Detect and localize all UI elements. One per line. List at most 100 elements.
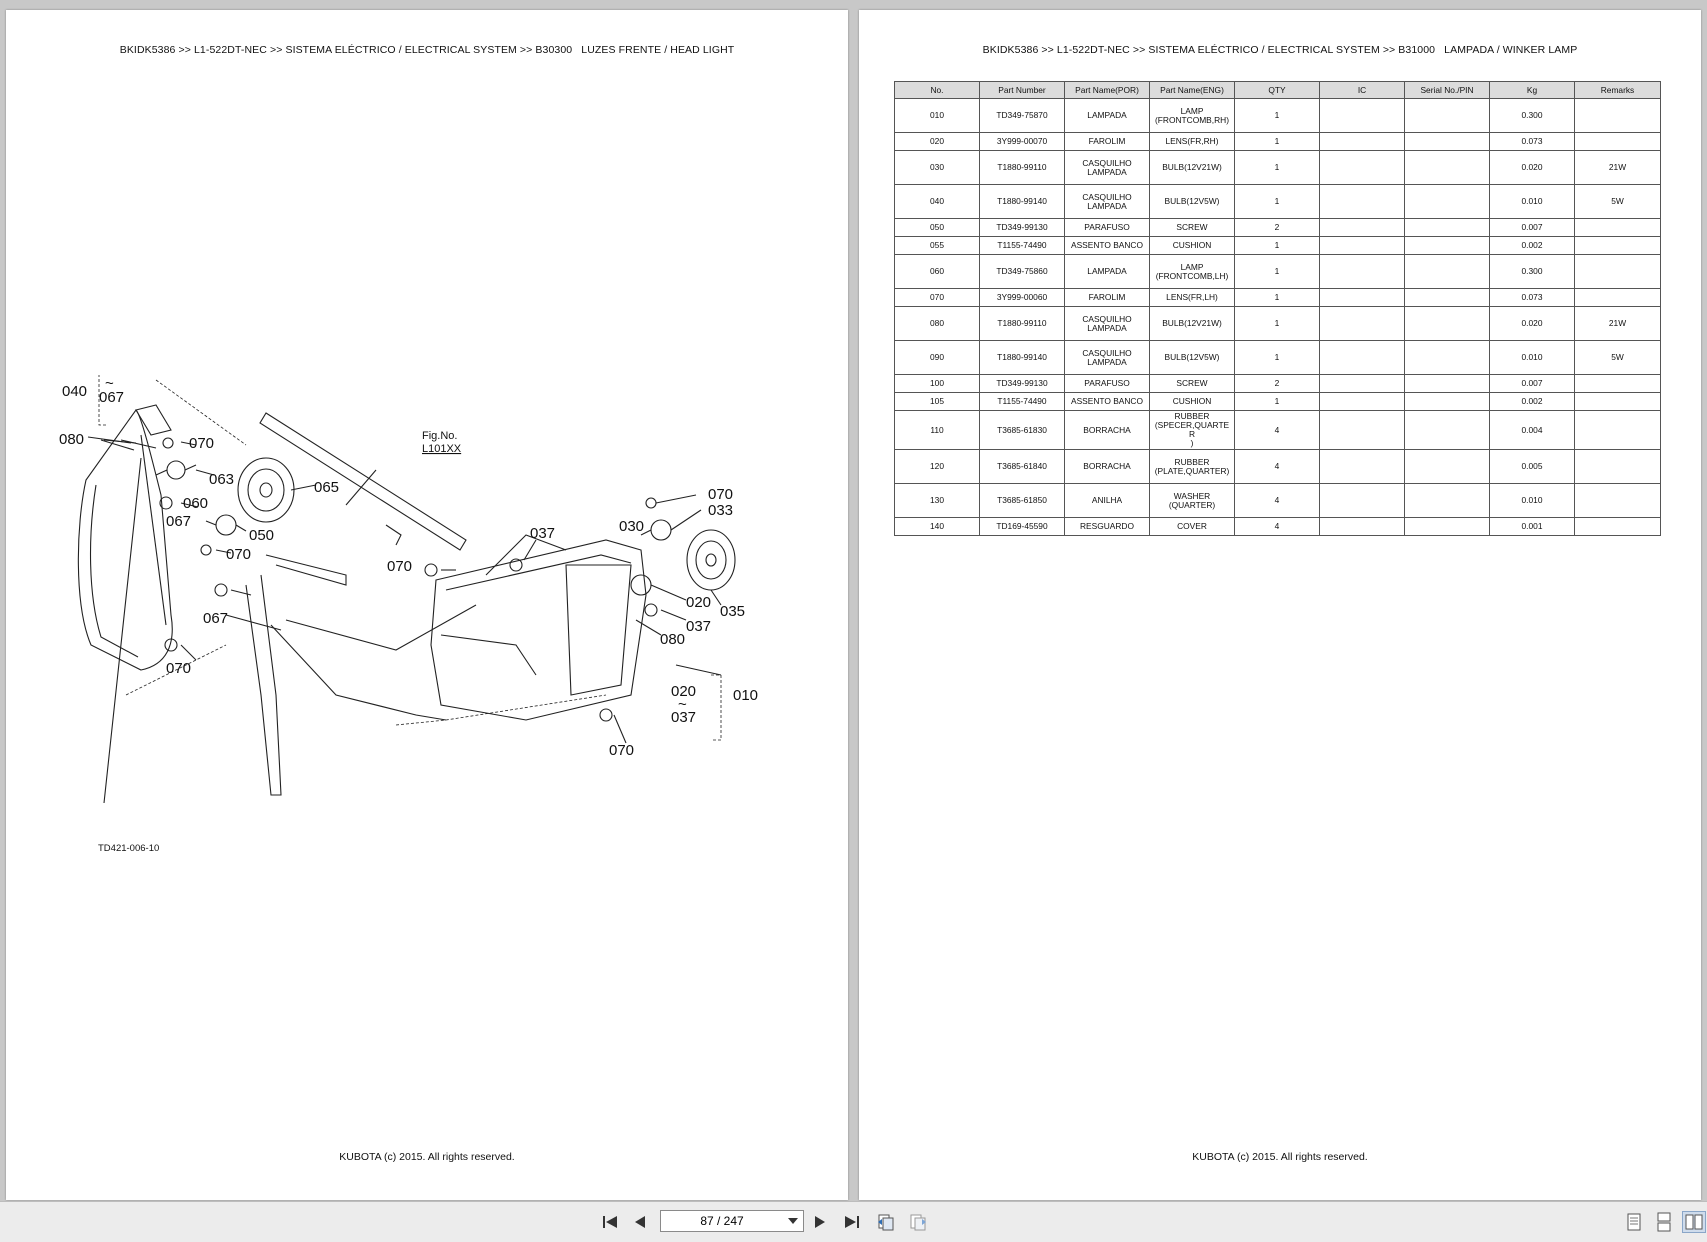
cell-kg: 0.300 [1489, 98, 1575, 133]
cell-part-name-por: PARAFUSO [1064, 218, 1150, 237]
cell-part-number: 3Y999-00060 [979, 288, 1065, 307]
cell-serial [1404, 288, 1490, 307]
cell-remarks [1574, 374, 1661, 393]
cell-serial [1404, 184, 1490, 219]
cell-serial [1404, 449, 1490, 484]
two-page-view-button[interactable] [1682, 1211, 1706, 1233]
cell-qty: 4 [1234, 517, 1320, 536]
cell-remarks [1574, 236, 1661, 255]
col-kg: Kg [1489, 81, 1575, 99]
go-forward-view-button[interactable] [906, 1211, 930, 1233]
cell-ic [1319, 517, 1405, 536]
cell-part-name-por: ASSENTO BANCO [1064, 236, 1150, 255]
cell-ic [1319, 150, 1405, 185]
callout-070-c: 070 [166, 660, 191, 677]
cell-part-name-por: ANILHA [1064, 483, 1150, 518]
parts-table: No. Part Number Part Name(POR) Part Name… [894, 81, 1661, 536]
cell-remarks [1574, 483, 1661, 518]
page-dropdown-icon[interactable] [783, 1218, 803, 1224]
cell-part-number: T1880-99110 [979, 306, 1065, 341]
cell-remarks [1574, 517, 1661, 536]
col-serial: Serial No./PIN [1404, 81, 1490, 99]
page-number-field[interactable] [660, 1210, 804, 1232]
cell-no: 110 [894, 410, 980, 450]
cell-ic [1319, 340, 1405, 375]
cell-remarks: 21W [1574, 306, 1661, 341]
last-page-icon [845, 1216, 859, 1228]
viewer-toolbar [0, 1201, 1707, 1242]
cell-remarks: 21W [1574, 150, 1661, 185]
cell-part-number: TD349-75870 [979, 98, 1065, 133]
cell-part-name-por: FAROLIM [1064, 132, 1150, 151]
cell-no: 105 [894, 392, 980, 411]
cell-kg: 0.007 [1489, 374, 1575, 393]
cell-ic [1319, 254, 1405, 289]
single-page-view-button[interactable] [1622, 1211, 1646, 1233]
prev-page-icon [635, 1216, 645, 1228]
cell-part-number: T1880-99110 [979, 150, 1065, 185]
cell-part-name-eng: LENS(FR,RH) [1149, 132, 1235, 151]
cell-serial [1404, 254, 1490, 289]
callout-035: 035 [720, 603, 745, 620]
cell-part-name-por: CASQUILHO LAMPADA [1064, 150, 1150, 185]
cell-remarks [1574, 410, 1661, 450]
cell-remarks: 5W [1574, 340, 1661, 375]
cell-ic [1319, 288, 1405, 307]
cell-no: 020 [894, 132, 980, 151]
fig-no-value: L101XX [422, 443, 462, 455]
cell-part-name-eng: RUBBER (PLATE,QUARTER) [1149, 449, 1235, 484]
left-page: BKIDK5386 >> L1-522DT-NEC >> SISTEMA ELÉ… [6, 10, 848, 1200]
cell-remarks: 5W [1574, 184, 1661, 219]
cell-no: 010 [894, 98, 980, 133]
cell-qty: 1 [1234, 150, 1320, 185]
cell-no: 090 [894, 340, 980, 375]
cell-ic [1319, 449, 1405, 484]
cell-kg: 0.007 [1489, 218, 1575, 237]
cell-part-name-eng: BULB(12V21W) [1149, 306, 1235, 341]
cell-part-name-por: CASQUILHO LAMPADA [1064, 184, 1150, 219]
first-page-button[interactable] [598, 1211, 622, 1233]
cell-kg: 0.002 [1489, 392, 1575, 411]
callout-037-low: 037 [671, 709, 696, 726]
cell-no: 070 [894, 288, 980, 307]
cell-no: 040 [894, 184, 980, 219]
continuous-view-icon [1657, 1212, 1671, 1232]
cell-no: 080 [894, 306, 980, 341]
two-page-view-icon [1685, 1214, 1703, 1230]
cell-qty: 1 [1234, 236, 1320, 255]
cell-part-name-por: CASQUILHO LAMPADA [1064, 340, 1150, 375]
cell-part-number: TD169-45590 [979, 517, 1065, 536]
go-forward-view-icon [910, 1214, 926, 1231]
cell-serial [1404, 306, 1490, 341]
cell-part-name-eng: BULB(12V5W) [1149, 184, 1235, 219]
callout-070-e: 070 [708, 486, 733, 503]
cell-part-name-eng: COVER [1149, 517, 1235, 536]
page-number-input[interactable] [661, 1213, 783, 1229]
prev-page-button[interactable] [628, 1211, 652, 1233]
cell-part-name-por: LAMPADA [1064, 98, 1150, 133]
callout-range-tilde-right: ~ [678, 696, 687, 713]
cell-qty: 1 [1234, 184, 1320, 219]
cell-part-name-por: LAMPADA [1064, 254, 1150, 289]
cell-kg: 0.073 [1489, 132, 1575, 151]
next-page-button[interactable] [808, 1211, 832, 1233]
cell-qty: 2 [1234, 374, 1320, 393]
cell-no: 140 [894, 517, 980, 536]
callout-050-top: 050 [99, 375, 124, 379]
col-part-name-eng: Part Name(ENG) [1149, 81, 1235, 99]
cell-qty: 1 [1234, 392, 1320, 411]
last-page-button[interactable] [840, 1211, 864, 1233]
continuous-view-button[interactable] [1652, 1211, 1676, 1233]
go-back-view-button[interactable] [874, 1211, 898, 1233]
callout-040: 040 [62, 383, 87, 400]
col-no: No. [894, 81, 980, 99]
cell-serial [1404, 98, 1490, 133]
cell-kg: 0.300 [1489, 254, 1575, 289]
cell-qty: 1 [1234, 340, 1320, 375]
